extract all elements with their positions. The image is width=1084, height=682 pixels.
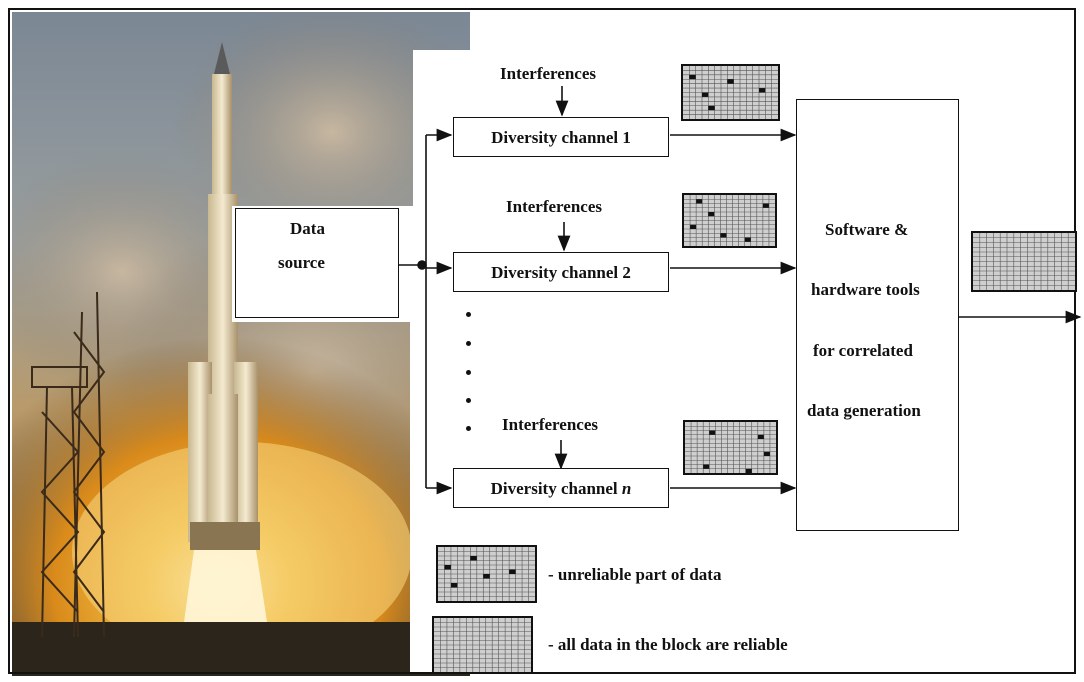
unreliable-cell	[444, 565, 451, 570]
tools-line-1: Software &	[825, 220, 909, 239]
unreliable-cell	[727, 79, 734, 84]
ellipsis-dot	[466, 398, 471, 403]
legend-unreliable-icon	[436, 545, 537, 603]
interferences-label-2: Interferences	[506, 197, 602, 216]
diversity-channel-2-box: Diversity channel 2	[453, 252, 669, 292]
unreliable-cell	[689, 74, 696, 80]
unreliable-cell	[721, 473, 728, 475]
unreliable-cell	[509, 569, 516, 574]
unreliable-cell	[690, 224, 697, 229]
unreliable-cell	[745, 468, 752, 473]
unreliable-cell	[696, 199, 703, 204]
diversity-channel-1-box: Diversity channel 1	[453, 117, 669, 157]
data-source-line-1: Data	[290, 219, 325, 238]
unreliable-cell	[708, 105, 715, 111]
data-source-box: Data source	[235, 208, 399, 318]
unreliable-cell	[757, 434, 764, 439]
unreliable-cell	[759, 88, 766, 93]
diversity-channel-1-label: Diversity channel 1	[491, 128, 631, 147]
unreliable-cell	[703, 464, 710, 469]
unreliable-cell	[702, 92, 709, 97]
unreliable-cell	[762, 203, 769, 208]
diversity-channel-n-label: Diversity channel n	[490, 479, 632, 498]
outer-frame	[8, 8, 1076, 674]
data-block-icon	[971, 231, 1077, 292]
unreliable-cell	[470, 556, 477, 561]
ellipsis-dot	[466, 370, 471, 375]
data-block-icon	[681, 64, 780, 121]
unreliable-cell	[763, 451, 770, 456]
ellipsis-dot	[466, 426, 471, 431]
legend-reliable-label: - all data in the block are reliable	[548, 635, 788, 654]
tools-line-4: data generation	[807, 401, 921, 420]
unreliable-cell	[483, 574, 490, 579]
rocket-launch-photo	[12, 12, 470, 676]
diversity-channel-2-label: Diversity channel 2	[491, 263, 631, 282]
data-block-icon	[682, 193, 777, 248]
junction-dot	[417, 260, 427, 270]
ellipsis-dot	[466, 341, 471, 346]
legend-reliable-icon	[432, 616, 533, 674]
unreliable-cell	[708, 212, 715, 217]
data-block-icon	[683, 420, 778, 475]
tools-line-3: for correlated	[813, 341, 913, 360]
interferences-label-1: Interferences	[500, 64, 596, 83]
unreliable-cell	[709, 430, 716, 435]
interferences-label-n: Interferences	[502, 415, 598, 434]
diversity-channel-n-box: Diversity channel n	[453, 468, 669, 508]
data-source-line-2: source	[278, 253, 325, 272]
ellipsis-dot	[466, 312, 471, 317]
unreliable-cell	[450, 583, 458, 588]
software-hardware-tools-box: Software & hardware tools for correlated…	[796, 99, 959, 531]
unreliable-cell	[720, 233, 727, 238]
tools-line-2: hardware tools	[811, 280, 920, 299]
legend-unreliable-label: - unreliable part of data	[548, 565, 722, 584]
unreliable-cell	[744, 237, 751, 242]
